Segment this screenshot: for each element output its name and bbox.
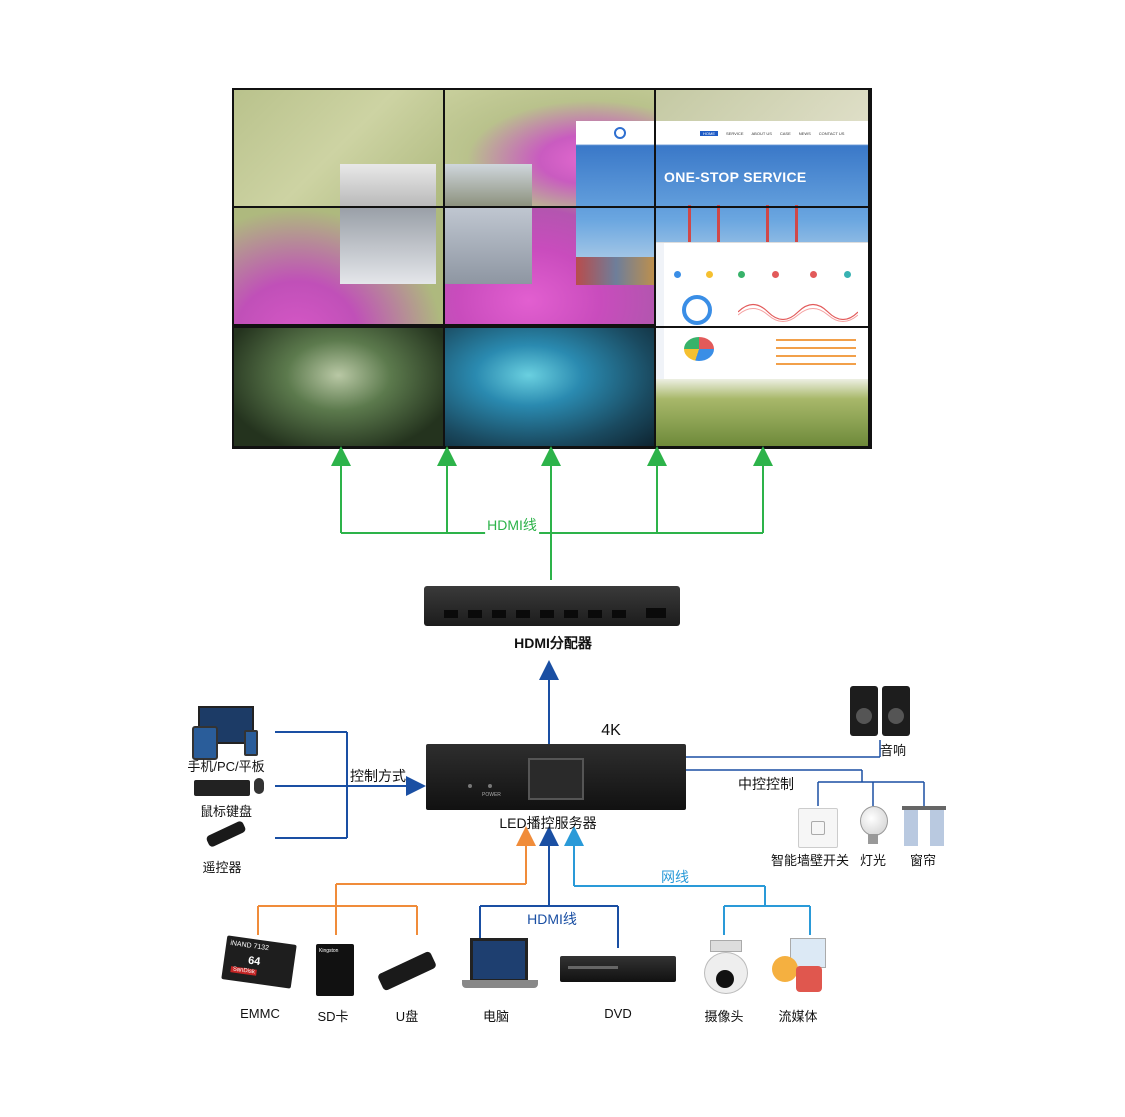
sd-card-icon: Kingston	[316, 944, 354, 996]
kpi-dot	[772, 271, 779, 278]
wall-tile	[234, 328, 443, 446]
light-label: 灯光	[859, 853, 887, 868]
kpi-dot	[738, 271, 745, 278]
crane-graphic	[766, 205, 798, 249]
sd-card-label: SD卡	[317, 1009, 349, 1024]
sd-brand-text: Kingston	[319, 948, 339, 954]
curtain-label: 窗帘	[909, 853, 937, 868]
led-server-device: POWER	[426, 744, 686, 810]
video-wall: HOME SERVICE ABOUT US CASE NEWS CONTACT …	[232, 88, 872, 449]
light-bulb-icon	[860, 806, 888, 846]
nav-item: ABOUT US	[751, 131, 772, 136]
control-method-label: 控制方式	[350, 768, 406, 784]
dvd-label: DVD	[604, 1006, 632, 1021]
server-screen	[528, 758, 584, 800]
streaming-media-icon	[768, 938, 830, 996]
nav-item: CONTACT US	[818, 131, 845, 136]
nav-item: SERVICE	[726, 131, 744, 136]
wave-chart	[738, 303, 858, 322]
bar-lines	[776, 339, 856, 369]
computer-label: 电脑	[482, 1009, 510, 1024]
splitter-input-port	[646, 608, 666, 618]
nav-item: NEWS	[798, 131, 811, 136]
donut-icon	[682, 295, 712, 325]
kpi-dot	[844, 271, 851, 278]
usb-drive-icon	[374, 938, 444, 996]
laptop-icon	[462, 938, 538, 996]
power-indicator-icon	[488, 784, 492, 788]
bezel-line	[443, 88, 445, 449]
streaming-media-label: 流媒体	[778, 1009, 818, 1024]
usb-drive-label: U盘	[395, 1009, 419, 1024]
splitter-ports	[444, 610, 634, 618]
camera-icon	[700, 940, 750, 994]
emmc-size-text: 64	[247, 954, 262, 969]
central-control-label: 中控控制	[738, 776, 794, 792]
dashboard-overlay	[656, 242, 868, 379]
bezel-line	[654, 88, 656, 449]
hdmi-cable-bottom-label: HDMI线	[527, 911, 577, 927]
crane-graphic	[688, 205, 720, 249]
emmc-brand-text: iNAND 7132	[229, 939, 270, 953]
remote-control-icon	[205, 820, 247, 848]
bezel-line	[232, 326, 872, 328]
wall-tile	[445, 328, 654, 446]
remote-control-label: 遥控器	[202, 860, 242, 875]
splitter-label: HDMI分配器	[514, 635, 592, 651]
camera-label: 摄像头	[704, 1009, 744, 1024]
server-label: LED播控服务器	[499, 815, 597, 831]
audio-label: 音响	[879, 743, 907, 758]
ship-graphic	[576, 257, 656, 285]
pie-icon	[684, 337, 714, 361]
dashboard-sidebar	[656, 243, 664, 379]
kpi-dot	[674, 271, 681, 278]
power-label: POWER	[482, 792, 501, 798]
server-4k-label: 4K	[601, 722, 621, 739]
nav-item: CASE	[779, 131, 791, 136]
logo-icon	[614, 127, 626, 139]
phone-pc-tablet-icon	[192, 706, 260, 760]
wall-switch-label: 智能墙壁开关	[770, 853, 850, 868]
curtain-icon	[902, 806, 946, 848]
website-nav: HOME SERVICE ABOUT US CASE NEWS CONTACT …	[700, 131, 844, 136]
warehouse-photo	[444, 208, 532, 284]
office-photo	[340, 164, 436, 208]
ir-indicator-icon	[468, 784, 472, 788]
speaker-icon	[850, 686, 912, 736]
factory-photo	[340, 208, 436, 284]
nav-item: HOME	[700, 131, 718, 136]
website-headline: ONE-STOP SERVICE	[664, 169, 807, 185]
bezel-line	[232, 206, 872, 208]
mouse-keyboard-icon	[194, 776, 266, 800]
meeting-photo	[444, 164, 532, 208]
kpi-dot	[706, 271, 713, 278]
hdmi-splitter-device	[424, 586, 680, 626]
emmc-maker-text: SanDisk	[230, 966, 258, 976]
kpi-dot	[810, 271, 817, 278]
phone-pc-tablet-label: 手机/PC/平板	[187, 759, 265, 774]
network-cable-label: 网线	[661, 869, 689, 885]
mouse-keyboard-label: 鼠标键盘	[199, 804, 253, 819]
hdmi-cable-top-label: HDMI线	[485, 515, 539, 535]
emmc-label: EMMC	[240, 1006, 280, 1021]
wall-switch-icon	[798, 808, 838, 848]
dvd-player-icon	[560, 956, 676, 982]
